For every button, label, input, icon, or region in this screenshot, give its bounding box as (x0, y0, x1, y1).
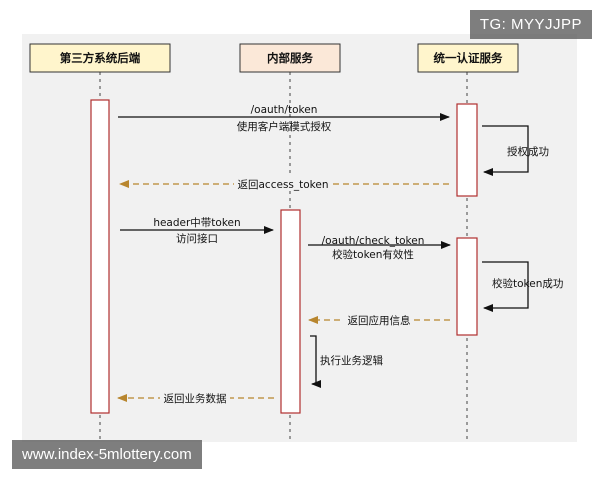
arrow-verify-success (482, 261, 529, 312)
label-return-app-info: 返回应用信息 (348, 314, 411, 327)
label-request-token-2: 使用客户端模式授权 (237, 120, 332, 133)
label-return-app-info-bg (344, 313, 414, 327)
label-check-token-1: /oauth/check_token (322, 235, 425, 247)
label-header-token-2: 访问接口 (176, 232, 218, 245)
participant-internal-label: 内部服务 (267, 51, 313, 65)
label-business-logic: 执行业务逻辑 (320, 354, 383, 367)
label-auth-success: 授权成功 (507, 145, 549, 158)
label-header-token-1: header中带token (153, 216, 240, 229)
participant-third-party: 第三方系统后端 (29, 43, 171, 73)
label-verify-success: 校验token成功 (492, 277, 563, 290)
activation-third-party (90, 99, 110, 414)
label-return-data-bg (160, 391, 230, 405)
watermark-url: www.index-5mlottery.com (12, 440, 202, 469)
label-return-token: 返回access_token (238, 179, 329, 191)
label-return-token-bg (234, 177, 332, 191)
participant-auth: 统一认证服务 (417, 43, 519, 73)
activation-internal (280, 209, 301, 414)
participant-auth-label: 统一认证服务 (434, 51, 503, 65)
participant-internal: 内部服务 (239, 43, 341, 73)
activation-auth-2 (456, 237, 478, 336)
label-check-token-2: 校验token有效性 (332, 248, 414, 261)
watermark-tg: TG: MYYJJPP (469, 10, 592, 39)
arrow-business-logic (310, 335, 321, 388)
activation-auth-1 (456, 103, 478, 197)
label-request-token-1: /oauth/token (251, 104, 318, 116)
arrow-auth-success (482, 125, 529, 176)
participant-third-party-label: 第三方系统后端 (60, 51, 141, 65)
label-return-data: 返回业务数据 (164, 392, 227, 405)
